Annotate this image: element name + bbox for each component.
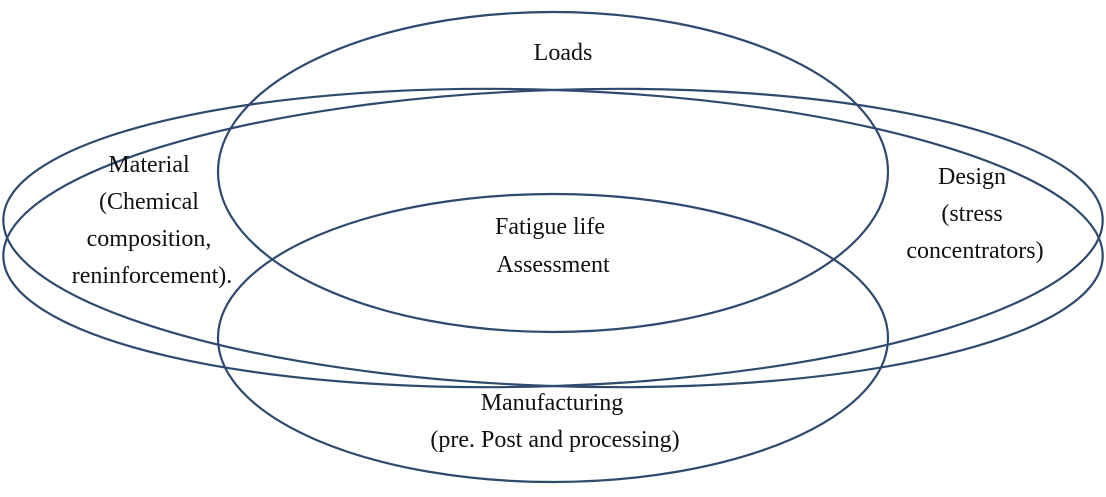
fatigue-life-assessment-label: Fatigue life Assessment [495, 214, 611, 278]
loads-label: Loads [534, 40, 593, 66]
design-label: Design (stress concentrators) [906, 164, 1043, 264]
manufacturing-label: Manufacturing (pre. Post and processing) [430, 390, 679, 453]
material-label: Material (Chemical composition, reninfor… [72, 152, 233, 289]
loads-ellipse [216, 10, 890, 334]
manufacturing-ellipse [216, 192, 890, 484]
design-ellipse [2, 87, 1104, 389]
